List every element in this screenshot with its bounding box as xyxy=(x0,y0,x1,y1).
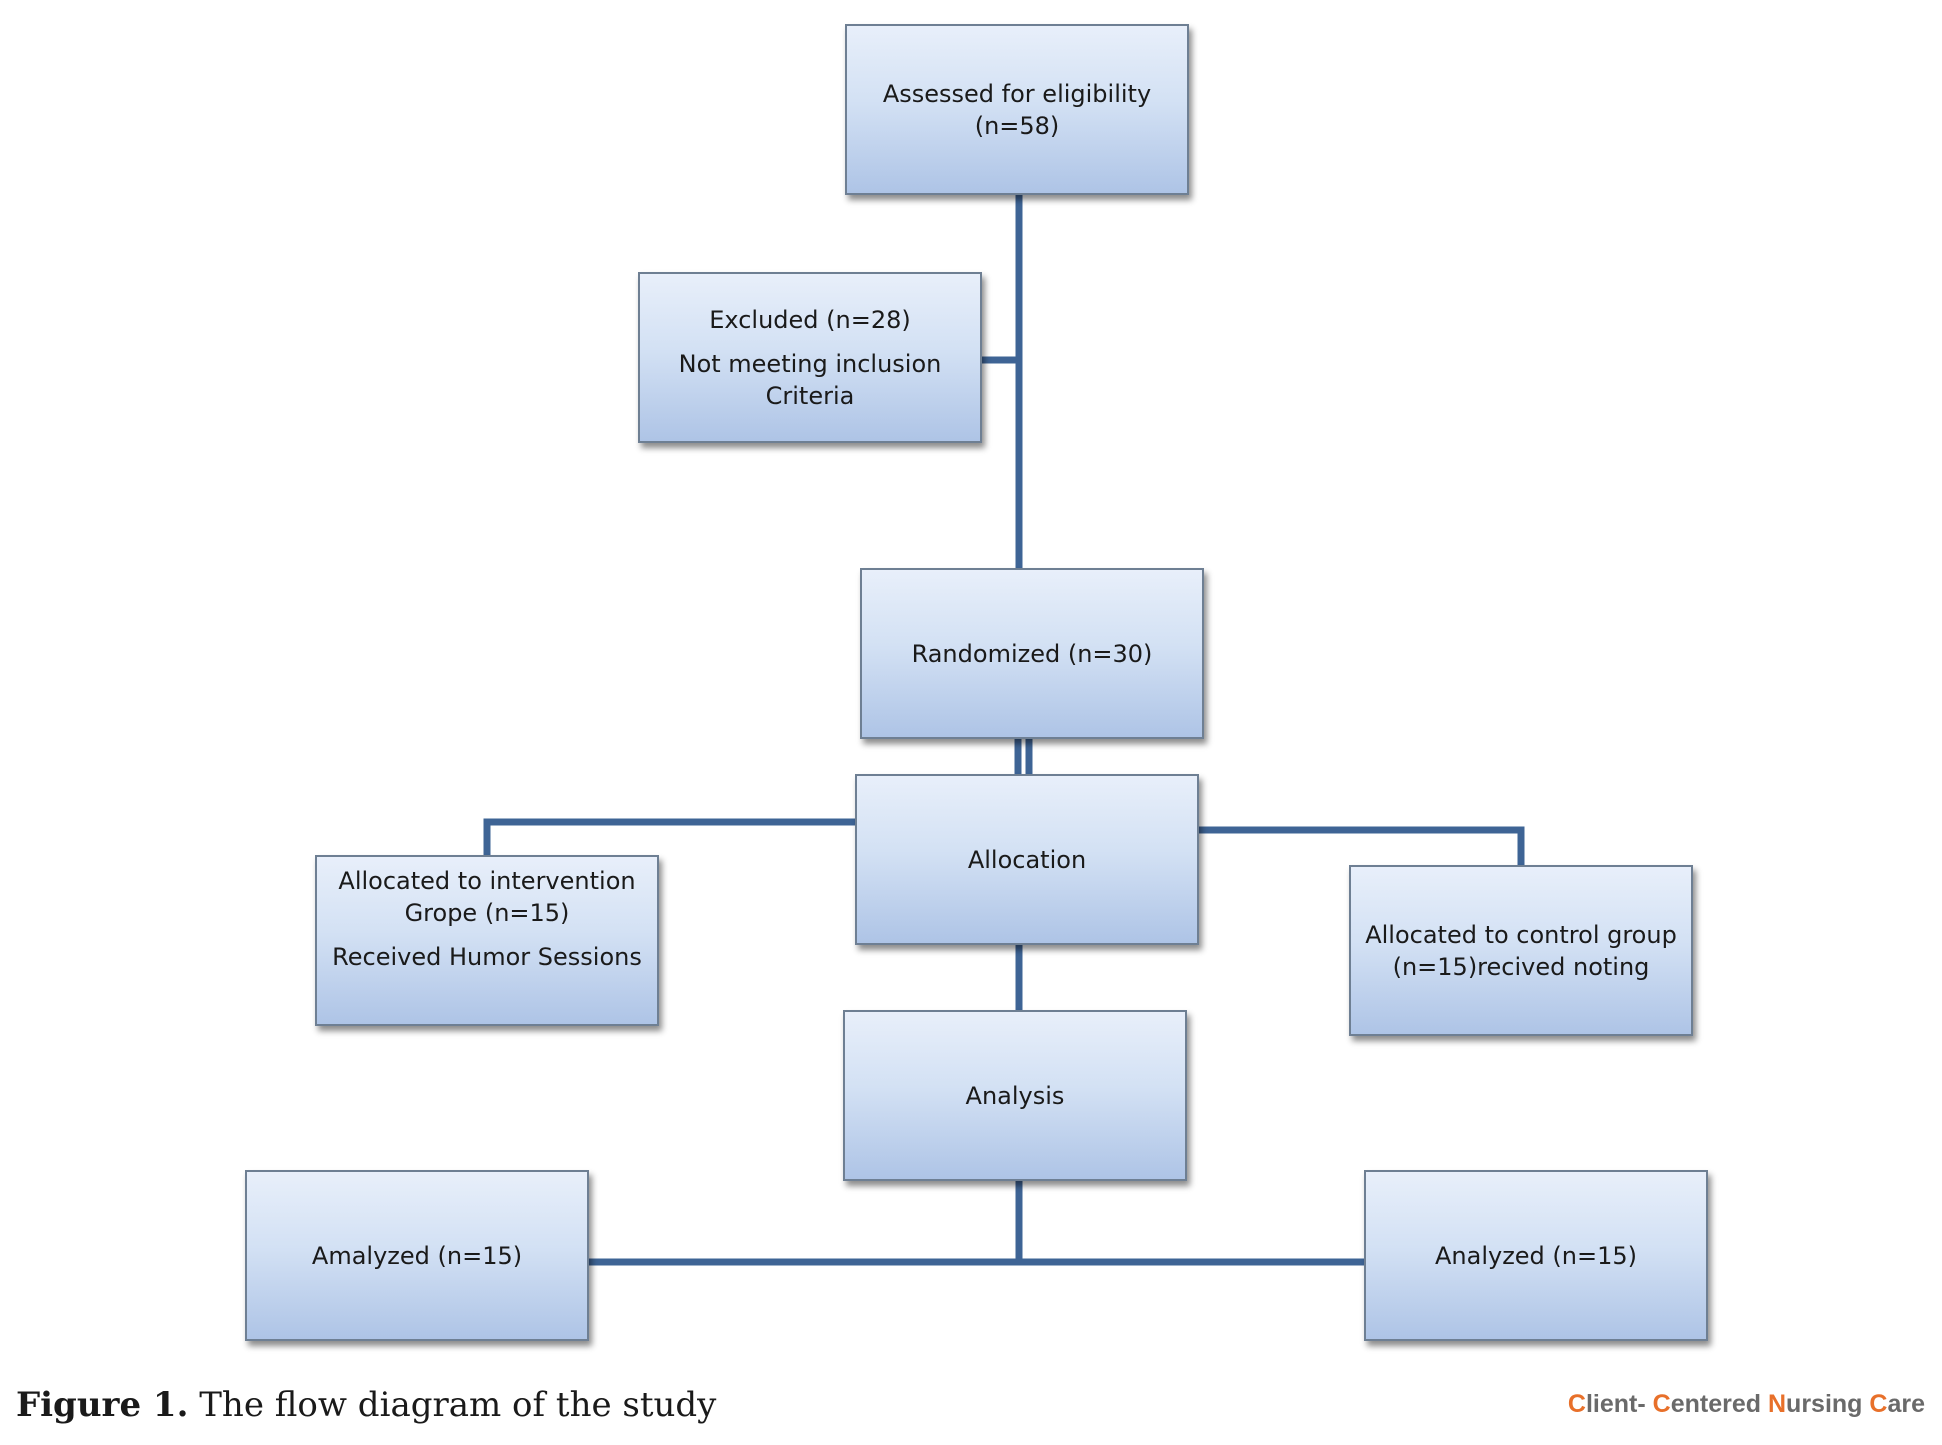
logo-part: C xyxy=(1652,1390,1671,1418)
excluded-line-1: Excluded (n=28) xyxy=(709,305,911,334)
intervention-group-box: Allocated to intervention Grope (n=15) R… xyxy=(315,855,659,1026)
assessed-line-2: (n=58) xyxy=(974,111,1060,140)
figure-caption-text: The flow diagram of the study xyxy=(199,1385,717,1425)
intervention-line-2: Grope (n=15) xyxy=(404,899,570,927)
connector-allocation-to-intervention xyxy=(483,818,859,859)
analyzed-right-line-1: Analyzed (n=15) xyxy=(1434,1241,1638,1270)
control-group-box: Allocated to control group (n=15)recived… xyxy=(1349,865,1693,1036)
intervention-line-1: Allocated to intervention xyxy=(338,867,636,895)
excluded-box: Excluded (n=28) Not meeting inclusion Cr… xyxy=(638,272,982,443)
logo-part: entered xyxy=(1670,1390,1768,1418)
logo-part: ursing xyxy=(1786,1390,1870,1418)
journal-logo: Client- Centered Nursing Care xyxy=(1568,1390,1925,1419)
logo-part: are xyxy=(1887,1390,1925,1418)
control-line-1: Allocated to control group xyxy=(1365,920,1677,949)
figure-caption: Figure 1. The flow diagram of the study xyxy=(16,1385,716,1425)
connector-allocation-to-control xyxy=(1195,826,1525,869)
excluded-line-2: Not meeting inclusion xyxy=(678,349,942,378)
control-line-2: (n=15)recived noting xyxy=(1392,952,1650,981)
logo-part: lient- xyxy=(1585,1390,1653,1418)
figure-label: Figure 1. xyxy=(16,1385,189,1425)
allocation-line-1: Allocation xyxy=(967,845,1087,874)
randomized-box: Randomized (n=30) xyxy=(860,568,1204,739)
analyzed-control-box: Analyzed (n=15) xyxy=(1364,1170,1708,1341)
logo-part: C xyxy=(1869,1390,1888,1418)
analysis-line-1: Analysis xyxy=(965,1081,1065,1110)
analysis-box: Analysis xyxy=(843,1010,1187,1181)
analyzed-left-line-1: Amalyzed (n=15) xyxy=(311,1241,523,1270)
randomized-line-1: Randomized (n=30) xyxy=(911,639,1153,668)
analyzed-intervention-box: Amalyzed (n=15) xyxy=(245,1170,589,1341)
assessed-line-1: Assessed for eligibility xyxy=(882,79,1152,108)
excluded-line-3: Criteria xyxy=(765,381,855,410)
logo-part: N xyxy=(1767,1390,1787,1418)
allocation-box: Allocation xyxy=(855,774,1199,945)
logo-part: C xyxy=(1567,1390,1586,1418)
intervention-line-3: Received Humor Sessions xyxy=(332,943,642,971)
assessed-for-eligibility-box: Assessed for eligibility (n=58) xyxy=(845,24,1189,195)
